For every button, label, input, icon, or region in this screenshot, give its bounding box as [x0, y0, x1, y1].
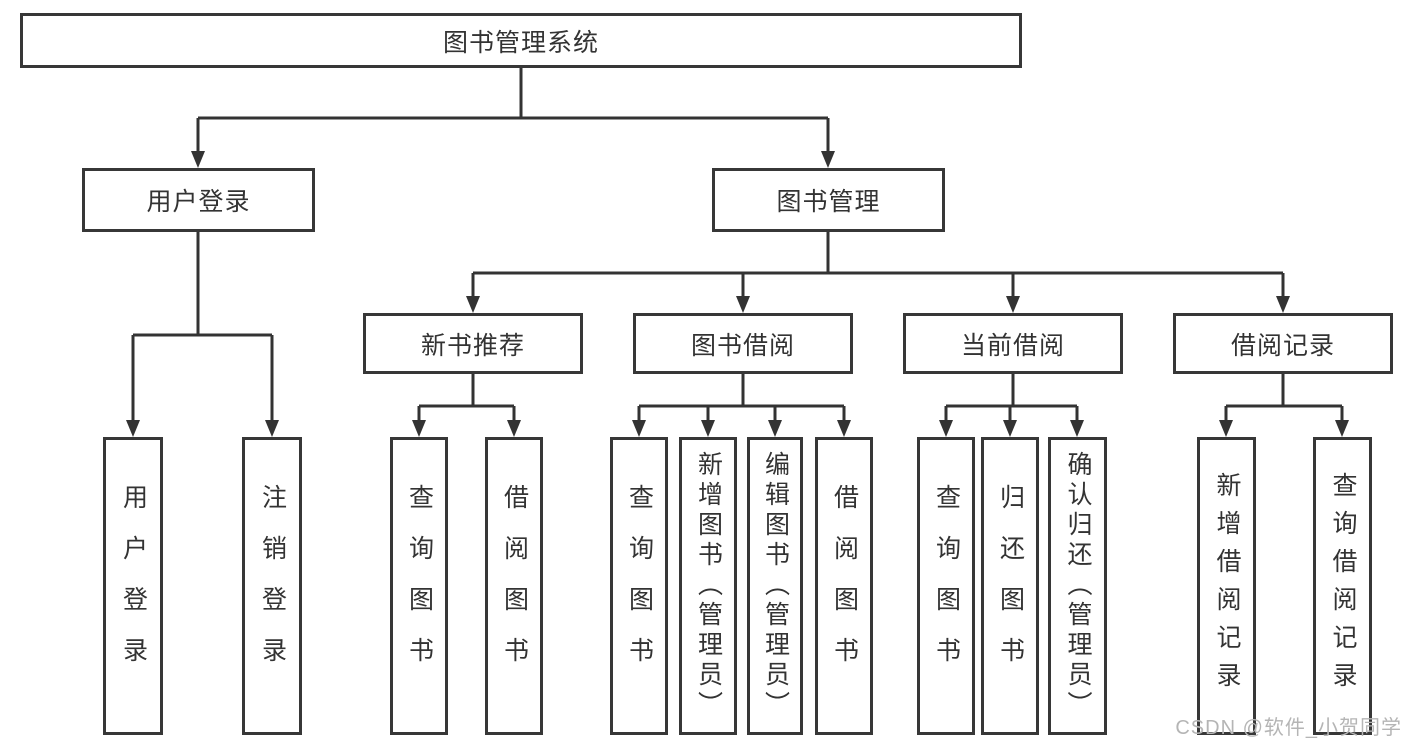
- leaf-recommend-query-book: 查询图书: [390, 437, 448, 735]
- node-new-book-recommend: 新书推荐: [363, 313, 583, 374]
- leaf-add-borrow-record: 新增借阅记录: [1197, 437, 1256, 735]
- node-label: 新书推荐: [420, 331, 525, 360]
- leaf-label: 查询图书: [625, 484, 654, 688]
- leaf-label: 借阅图书: [830, 484, 859, 688]
- leaf-current-query-book: 查询图书: [917, 437, 975, 735]
- node-label: 图书管理: [776, 188, 881, 216]
- leaf-user-login: 用户登录: [103, 437, 163, 735]
- leaf-return-book: 归还图书: [981, 437, 1039, 735]
- leaf-label: 查询借阅记录: [1329, 472, 1357, 700]
- leaf-label: 新增图书（管理员）: [694, 451, 723, 721]
- leaf-label: 查询图书: [405, 484, 434, 688]
- csdn-watermark: CSDN @软件_小贺同学: [1175, 717, 1402, 739]
- leaf-query-borrow-record: 查询借阅记录: [1313, 437, 1372, 735]
- node-book-management: 图书管理: [712, 168, 945, 232]
- leaf-label: 编辑图书（管理员）: [761, 451, 790, 721]
- leaf-label: 用户登录: [119, 484, 148, 688]
- node-label: 图书管理系统: [442, 28, 599, 57]
- leaf-label: 借阅图书: [500, 484, 529, 688]
- leaf-edit-book-admin: 编辑图书（管理员）: [747, 437, 803, 735]
- node-user-login: 用户登录: [82, 168, 315, 232]
- node-library-management-system: 图书管理系统: [20, 13, 1022, 68]
- leaf-borrow-book: 借阅图书: [815, 437, 873, 735]
- arrowheads: [126, 151, 1349, 437]
- leaf-borrow-query-book: 查询图书: [610, 437, 668, 735]
- node-label: 图书借阅: [690, 331, 795, 360]
- leaf-logout: 注销登录: [242, 437, 302, 735]
- node-label: 当前借阅: [960, 331, 1065, 360]
- leaf-label: 归还图书: [996, 484, 1025, 688]
- leaf-recommend-borrow-book: 借阅图书: [485, 437, 543, 735]
- node-book-borrow: 图书借阅: [633, 313, 853, 374]
- leaf-add-book-admin: 新增图书（管理员）: [679, 437, 737, 735]
- leaf-label: 确认归还（管理员）: [1064, 451, 1092, 721]
- node-label: 借阅记录: [1230, 331, 1335, 360]
- leaf-label: 新增借阅记录: [1213, 472, 1241, 700]
- node-label: 用户登录: [146, 188, 251, 216]
- leaf-label: 注销登录: [258, 484, 287, 688]
- node-borrow-record: 借阅记录: [1173, 313, 1393, 374]
- node-current-borrow: 当前借阅: [903, 313, 1123, 374]
- leaf-confirm-return-admin: 确认归还（管理员）: [1048, 437, 1107, 735]
- leaf-label: 查询图书: [932, 484, 961, 688]
